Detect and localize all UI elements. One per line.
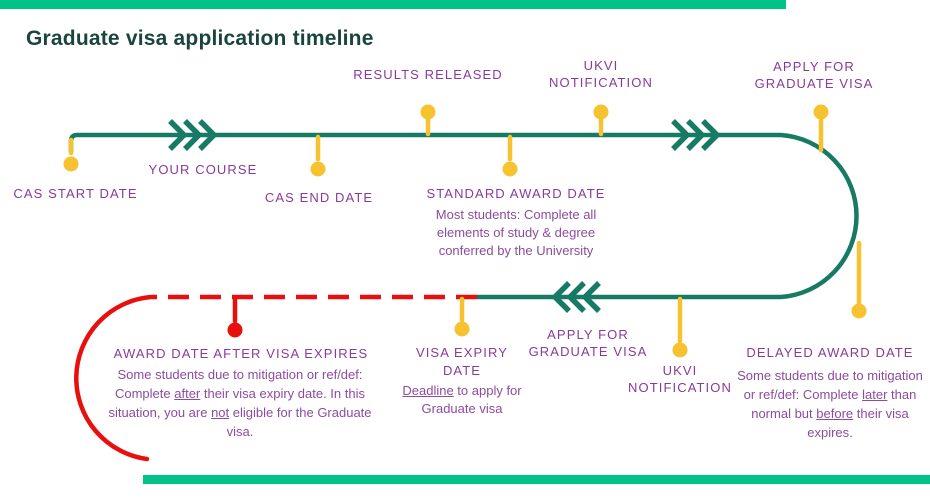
visa-expiry-description-underline-deadline: Deadline xyxy=(402,383,454,398)
milestone-label-ukvi-notification-bottom: UKVI NOTIFICATION xyxy=(628,363,732,395)
course-direction-arrows-icon xyxy=(168,119,218,151)
cas-end-marker-dot xyxy=(310,161,326,177)
milestone-label-award-date-after-visa-expires: AWARD DATE AFTER VISA EXPIRES xyxy=(113,346,369,361)
milestone-label-your-course: YOUR COURSE xyxy=(148,162,258,177)
expired-description-text: eligible for the Graduate visa. xyxy=(226,405,372,439)
delayed-description-text: their visa expires. xyxy=(807,406,909,440)
apply-graduate-visa-top-marker-dot xyxy=(813,104,829,120)
delayed-description-text: Some students due to mitigation or ref/d… xyxy=(737,368,923,402)
milestone-label-ukvi-notification-top: UKVI NOTIFICATION xyxy=(549,58,653,90)
bottom-accent-bar xyxy=(143,475,930,484)
milestone-label-cas-end-date: CAS END DATE xyxy=(264,190,374,205)
expired-description-underline-not: not xyxy=(211,405,230,420)
return-direction-arrows-icon xyxy=(551,281,601,313)
milestone-description-standard-award-date: Most students: Complete all elements of … xyxy=(435,207,597,258)
results-released-marker-dot xyxy=(420,104,436,120)
visa-expiry-marker-dot xyxy=(454,321,470,337)
milestone-label-standard-award-date: STANDARD AWARD DATE xyxy=(426,186,606,201)
results-released-marker xyxy=(420,104,436,137)
cas-end-marker xyxy=(310,134,326,177)
visa-expiry-marker xyxy=(454,296,470,337)
cas-start-marker xyxy=(63,137,79,172)
delayed-award-marker-dot xyxy=(851,303,867,319)
award-after-expiry-marker xyxy=(227,296,243,338)
milestone-description-award-date-after-visa-expires: Some students due to mitigation or ref/d… xyxy=(95,365,385,441)
ukvi-notification-top-marker-dot xyxy=(593,104,609,120)
course-timeline-path xyxy=(68,132,859,300)
award-after-expiry-marker-dot xyxy=(227,322,243,338)
milestone-label-apply-graduate-visa-top: APPLY FOR GRADUATE VISA xyxy=(754,59,874,91)
delayed-description-underline-before: before xyxy=(816,406,854,421)
post-course-direction-arrows-icon xyxy=(671,119,721,151)
cas-start-marker-dot xyxy=(63,156,79,172)
delayed-description-underline-later: later xyxy=(862,387,888,402)
milestone-description-visa-expiry-date: Deadline to apply for Graduate visa xyxy=(387,382,537,418)
milestone-label-delayed-award-date: DELAYED AWARD DATE xyxy=(746,345,914,360)
milestone-description-delayed-award-date: Some students due to mitigation or ref/d… xyxy=(735,366,925,442)
milestone-label-cas-start-date: CAS START DATE xyxy=(13,186,138,201)
milestone-label-results-released: RESULTS RELEASED xyxy=(353,67,503,82)
standard-award-marker-dot xyxy=(502,161,518,177)
ukvi-notification-bottom-marker xyxy=(672,296,688,358)
milestone-label-visa-expiry-date: VISA EXPIRY DATE xyxy=(415,345,509,378)
expired-description-text: their visa expiry date. In this situatio… xyxy=(108,386,365,420)
delayed-description-text: than normal but xyxy=(751,387,917,421)
top-accent-bar xyxy=(0,0,786,9)
ukvi-notification-bottom-marker-dot xyxy=(672,342,688,358)
apply-graduate-visa-top-marker xyxy=(813,104,829,153)
milestone-label-apply-graduate-visa-bottom: APPLY FOR GRADUATE VISA xyxy=(528,327,648,359)
expired-description-text: Some students due to mitigation or ref/d… xyxy=(114,367,363,401)
delayed-award-marker xyxy=(851,240,867,319)
ukvi-notification-top-marker xyxy=(593,104,609,137)
visa-expired-curve-path xyxy=(74,294,154,462)
page-title: Graduate visa application timeline xyxy=(26,27,374,50)
expired-description-underline-after: after xyxy=(174,386,201,401)
visa-expiry-description-text: to apply for Graduate visa xyxy=(421,383,522,416)
standard-award-marker xyxy=(502,134,518,177)
